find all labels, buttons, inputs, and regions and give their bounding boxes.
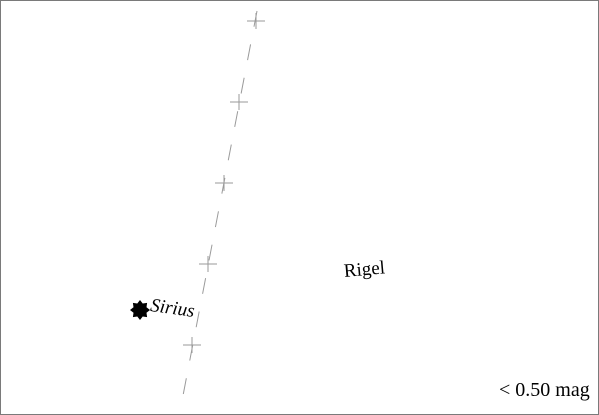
grid-tick-cross	[199, 256, 217, 272]
grid-tick-cross	[183, 337, 201, 353]
grid-tick-cross	[230, 94, 248, 110]
grid-ticks	[183, 13, 265, 353]
star-label-rigel[interactable]: Rigel	[343, 257, 386, 282]
grid-tick-cross	[215, 175, 233, 191]
star-burst-icon[interactable]	[130, 300, 150, 320]
magnitude-limit-label: < 0.50 mag	[499, 379, 590, 401]
grid-tick-cross	[247, 13, 265, 29]
